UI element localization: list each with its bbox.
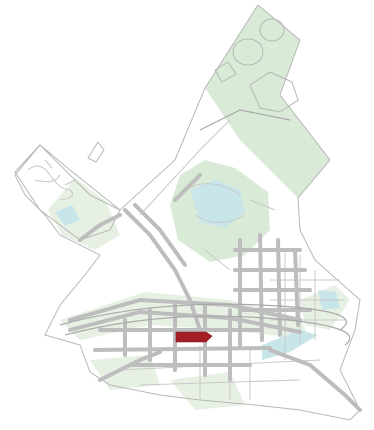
east-grid-v2: [258, 233, 264, 342]
diagonal-parkway: [139, 119, 231, 216]
freeway-diagonal-2: [133, 203, 187, 267]
east-grid-v4: [293, 248, 300, 327]
west-ramp: [78, 213, 122, 242]
stadium-field-small: [214, 61, 237, 83]
park-stadium: [205, 5, 330, 198]
right-grid-minor: [270, 250, 345, 360]
northwest-area-outline: [14, 144, 121, 241]
pond-left: [55, 205, 80, 226]
southwest-freeway: [98, 350, 162, 382]
park-trails: [184, 183, 276, 271]
stadium-oval-2: [259, 18, 285, 42]
rail-main: [59, 303, 347, 331]
park-left-strip: [48, 178, 120, 250]
park-bottom-center: [170, 372, 245, 410]
corridor-east-west-2: [68, 310, 302, 334]
major-roads: [68, 173, 362, 412]
corridor-east-west: [68, 298, 302, 322]
rail-lines: [59, 109, 351, 346]
stadium-oval-1: [232, 38, 264, 66]
city-boundary: [14, 4, 361, 421]
rail-secondary: [64, 315, 351, 346]
rail-north: [199, 109, 291, 131]
east-grid-v3: [276, 238, 282, 337]
southeast-freeway: [268, 348, 362, 412]
selected-parcel[interactable]: [175, 331, 213, 343]
boundary-lines: [14, 4, 361, 421]
downtown-street-h2: [93, 346, 272, 352]
north-connector: [173, 173, 202, 202]
northwest-loop-streets: [27, 159, 76, 201]
stadium-ballpark: [249, 71, 299, 113]
monument-mark: [87, 141, 105, 163]
freeway-diagonal: [123, 208, 202, 332]
lake-central: [190, 180, 245, 228]
